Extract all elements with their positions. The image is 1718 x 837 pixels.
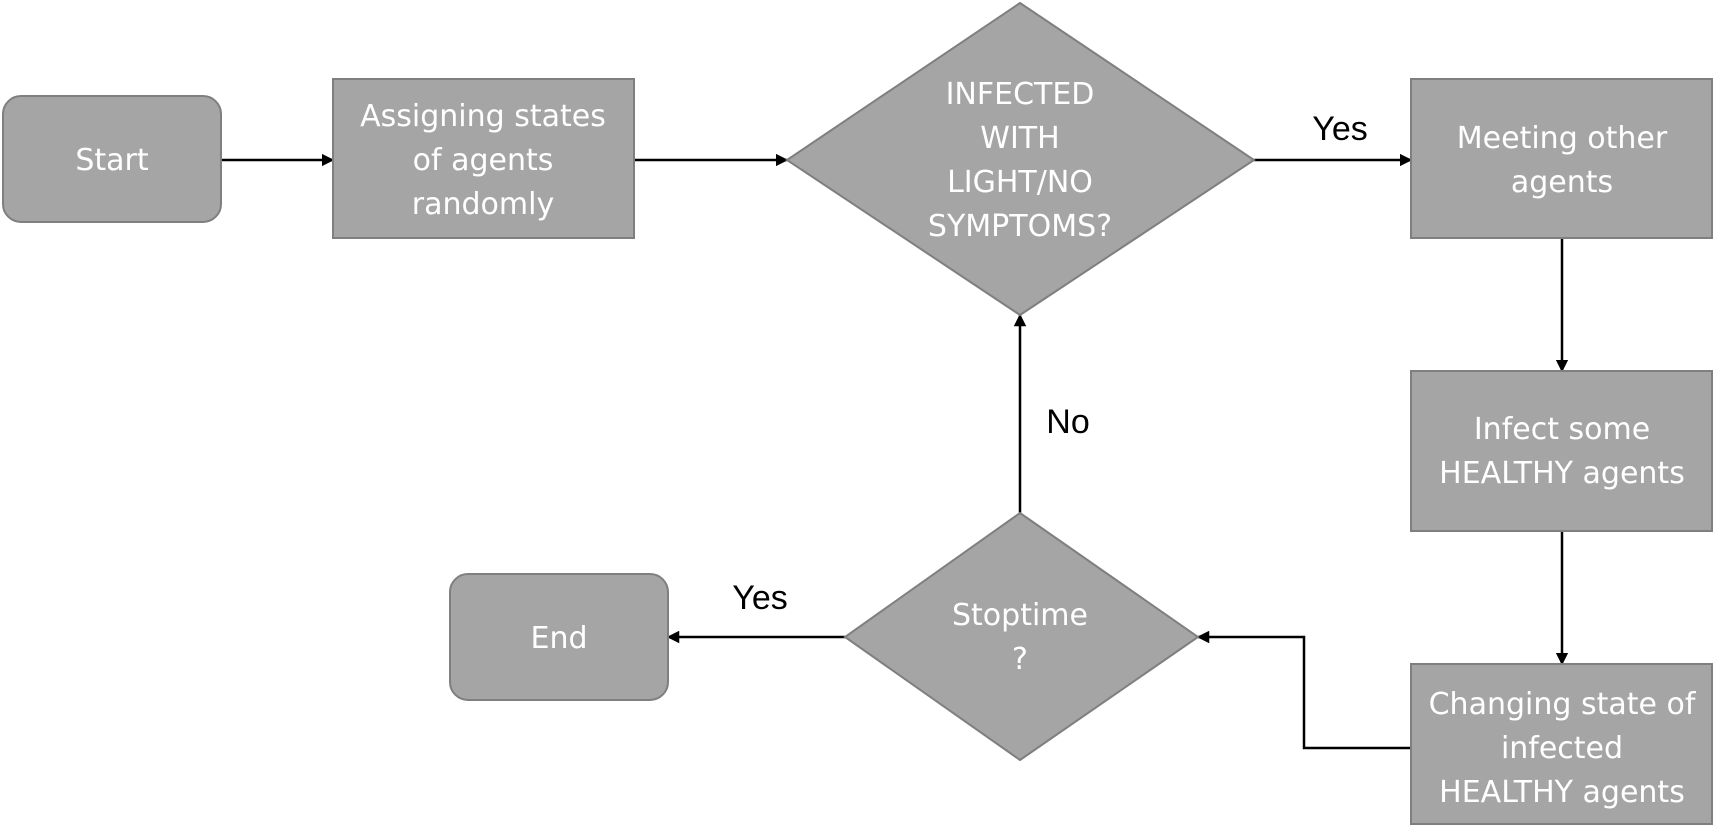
node-label-line: infected (1501, 731, 1623, 766)
start-node: Start (2, 95, 222, 223)
stoptime-decision-label: Stoptime? (952, 598, 1088, 677)
edge-changing-to-stoptime (1196, 630, 1411, 750)
meeting-agents-node: Meeting other agents (1410, 78, 1713, 239)
node-label-line: Stoptime (952, 598, 1088, 633)
node-label-line: INFECTED (946, 77, 1095, 112)
start-node-label: Start (75, 143, 149, 178)
node-label-line: WITH (980, 121, 1059, 156)
node-label-line: randomly (412, 187, 554, 222)
node-label-line: agents (1511, 165, 1613, 200)
node-label-line: Changing state of (1429, 687, 1697, 722)
node-label-line: ? (1012, 642, 1028, 677)
node-label-line: Infect some (1474, 412, 1650, 447)
node-label-line: Meeting other (1457, 121, 1668, 156)
node-label-line: LIGHT/NO (947, 165, 1093, 200)
infected-decision-label: INFECTED WITH LIGHT/NO SYMPTOMS? (928, 77, 1112, 244)
node-label-line: of agents (413, 143, 554, 178)
node-label-line: HEALTHY agents (1439, 775, 1685, 810)
edge-label-stoptime-no: No (1046, 403, 1089, 441)
node-label-line: HEALTHY agents (1439, 456, 1685, 491)
node-label-line: SYMPTOMS? (928, 209, 1112, 244)
assign-states-label: Assigning states of agents randomly (360, 99, 606, 222)
edge-label-infected-yes: Yes (1312, 110, 1367, 148)
end-node: End (449, 573, 669, 701)
assign-states-node: Assigning states of agents randomly (332, 78, 635, 239)
stoptime-decision-node: Stoptime? (843, 511, 1200, 762)
edge-label-stoptime-yes: Yes (732, 579, 787, 617)
infected-decision-node: INFECTED WITH LIGHT/NO SYMPTOMS? (785, 1, 1256, 317)
end-node-label: End (530, 621, 587, 656)
node-label-line: Assigning states (360, 99, 606, 134)
meeting-agents-label: Meeting other agents (1457, 121, 1668, 200)
